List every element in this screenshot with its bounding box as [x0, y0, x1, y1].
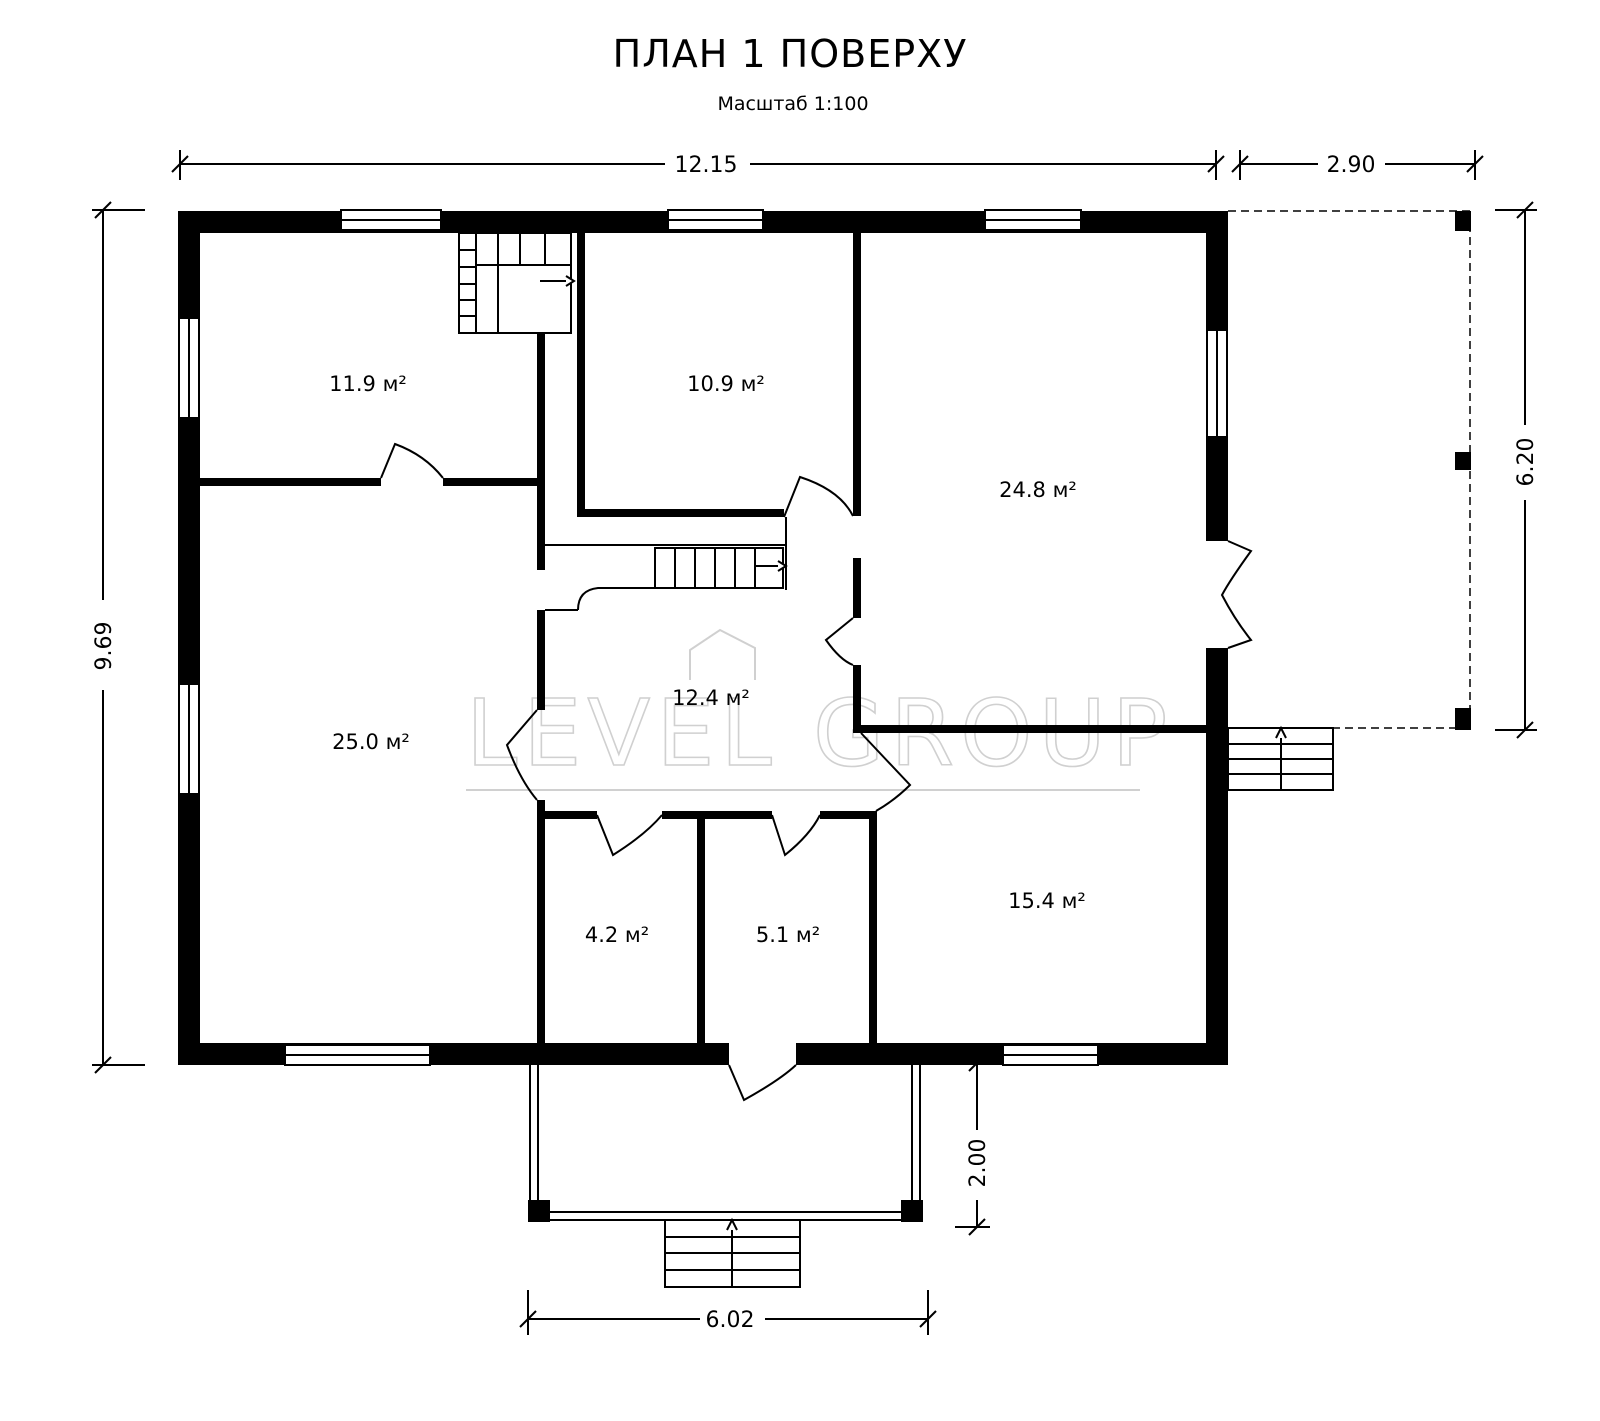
window-north-1 [340, 209, 442, 231]
doors [380, 442, 1253, 1102]
window-west-2 [178, 683, 200, 795]
window-west-1 [178, 317, 200, 419]
door-entrance [728, 1064, 797, 1102]
window-north-2 [667, 209, 764, 231]
dimension-lines [92, 150, 1537, 1335]
dim-total-depth: 9.69 [92, 622, 117, 671]
porch-posts [528, 1200, 923, 1222]
dim-porch-depth: 2.00 [966, 1139, 991, 1188]
area-room-se: 15.4 м² [1008, 889, 1086, 913]
plan-scale: Масштаб 1:100 [717, 93, 868, 115]
door-room-n [783, 475, 854, 518]
door-room-nw [380, 442, 444, 479]
window-east-1 [1206, 329, 1228, 438]
porch [529, 1065, 921, 1221]
dim-total-width: 12.15 [675, 153, 738, 178]
dim-terrace-width: 2.90 [1327, 153, 1376, 178]
door-terrace [1220, 540, 1253, 649]
door-hall-se [860, 732, 912, 812]
plan-title: ПЛАН 1 ПОВЕРХУ [613, 32, 968, 76]
door-room-w [505, 709, 538, 801]
area-room-nw: 11.9 м² [329, 372, 407, 396]
area-hall: 12.4 м² [672, 686, 750, 710]
dim-terrace-depth: 6.20 [1514, 438, 1539, 487]
porch-steps [664, 1217, 801, 1288]
area-room-w: 25.0 м² [332, 730, 410, 754]
window-south-1 [284, 1044, 431, 1066]
windows [178, 209, 1228, 1066]
door-room-ne [824, 617, 854, 666]
watermark: LEVEL GROUP [465, 628, 1173, 791]
window-north-3 [984, 209, 1082, 231]
watermark-house-icon [689, 628, 756, 680]
door-bath-2 [771, 814, 821, 857]
stair-upper [458, 232, 576, 334]
stair-core-walls [545, 517, 787, 611]
watermark-brand: LEVEL GROUP [466, 680, 1173, 787]
terrace-steps [1227, 725, 1334, 791]
dim-porch-width: 6.02 [706, 1308, 755, 1333]
area-room-n: 10.9 м² [687, 372, 765, 396]
interior-walls [197, 233, 1208, 1045]
area-bath-2: 5.1 м² [756, 923, 820, 947]
terrace [1228, 210, 1471, 730]
area-bath-1: 4.2 м² [585, 923, 649, 947]
area-room-ne: 24.8 м² [999, 478, 1077, 502]
door-bath-1 [596, 814, 663, 857]
stair-lower [654, 547, 788, 589]
window-south-2 [1002, 1044, 1099, 1066]
